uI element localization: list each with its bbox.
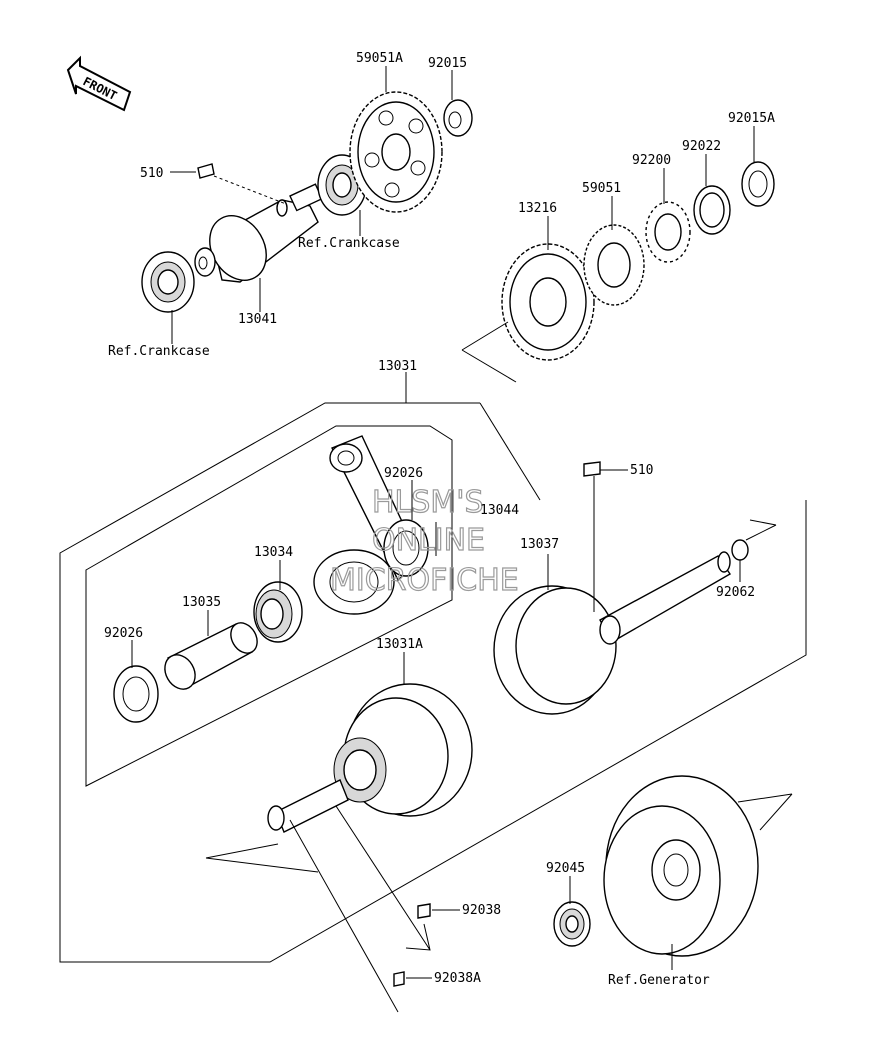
label-13031: 13031	[378, 359, 417, 374]
label-ref-crankcase-1: Ref.Crankcase	[298, 236, 400, 251]
washer-92022	[693, 185, 731, 235]
label-92015A: 92015A	[728, 111, 775, 126]
label-ref-generator: Ref.Generator	[608, 973, 710, 988]
crankshaft-left-13031A	[267, 683, 473, 833]
label-13037: 13037	[520, 537, 559, 552]
label-59051: 59051	[582, 181, 621, 196]
key-92038	[417, 903, 431, 919]
label-13044: 13044	[480, 503, 519, 518]
watermark: HLSM'S ONLINE MICROFICHE	[329, 484, 519, 598]
bearing-92045	[553, 901, 591, 947]
washer-92026-left	[113, 665, 159, 723]
part-labels: 59051A 92015 92015A 510 92022 92200 5905…	[104, 51, 775, 988]
gear-59051A	[349, 91, 443, 213]
plug-92062	[731, 539, 749, 561]
gear-59051	[583, 224, 645, 306]
nut-92015A	[741, 161, 775, 207]
label-59051A: 59051A	[356, 51, 403, 66]
assembly-frame-13031	[59, 385, 807, 963]
watermark-line-3: MICROFICHE	[330, 563, 519, 598]
label-92022: 92022	[682, 139, 721, 154]
front-arrow-badge: FRONT	[66, 55, 132, 112]
label-13041: 13041	[238, 312, 277, 327]
key-510-top	[197, 163, 215, 179]
label-92045: 92045	[546, 861, 585, 876]
label-510-top: 510	[140, 166, 163, 181]
crankshaft-right-13037	[493, 551, 731, 715]
label-92015: 92015	[428, 56, 467, 71]
label-92026-left: 92026	[104, 626, 143, 641]
watermark-line-2: ONLINE	[372, 523, 485, 558]
bearing-left	[141, 251, 195, 313]
label-92038A: 92038A	[434, 971, 481, 986]
label-92062: 92062	[716, 585, 755, 600]
label-510-right: 510	[630, 463, 653, 478]
label-92038: 92038	[462, 903, 501, 918]
generator-rotor	[603, 775, 759, 957]
leader-lines	[131, 66, 755, 979]
label-13216: 13216	[518, 201, 557, 216]
balancer-shaft-13041	[194, 183, 324, 283]
lockwasher-92200	[645, 201, 691, 263]
needle-bearing-13034	[253, 581, 303, 643]
label-92026-top: 92026	[384, 466, 423, 481]
label-13031A: 13031A	[376, 637, 423, 652]
key-92038A	[393, 971, 405, 987]
crank-pin-13035	[164, 622, 258, 690]
label-13034: 13034	[254, 545, 293, 560]
label-13035: 13035	[182, 595, 221, 610]
label-92200: 92200	[632, 153, 671, 168]
key-510-right	[583, 461, 601, 477]
gear-13216	[501, 243, 595, 361]
nut-92015	[443, 99, 473, 137]
watermark-line-1: HLSM'S	[372, 485, 484, 520]
washer-92026-top	[383, 519, 429, 577]
label-ref-crankcase-2: Ref.Crankcase	[108, 344, 210, 359]
